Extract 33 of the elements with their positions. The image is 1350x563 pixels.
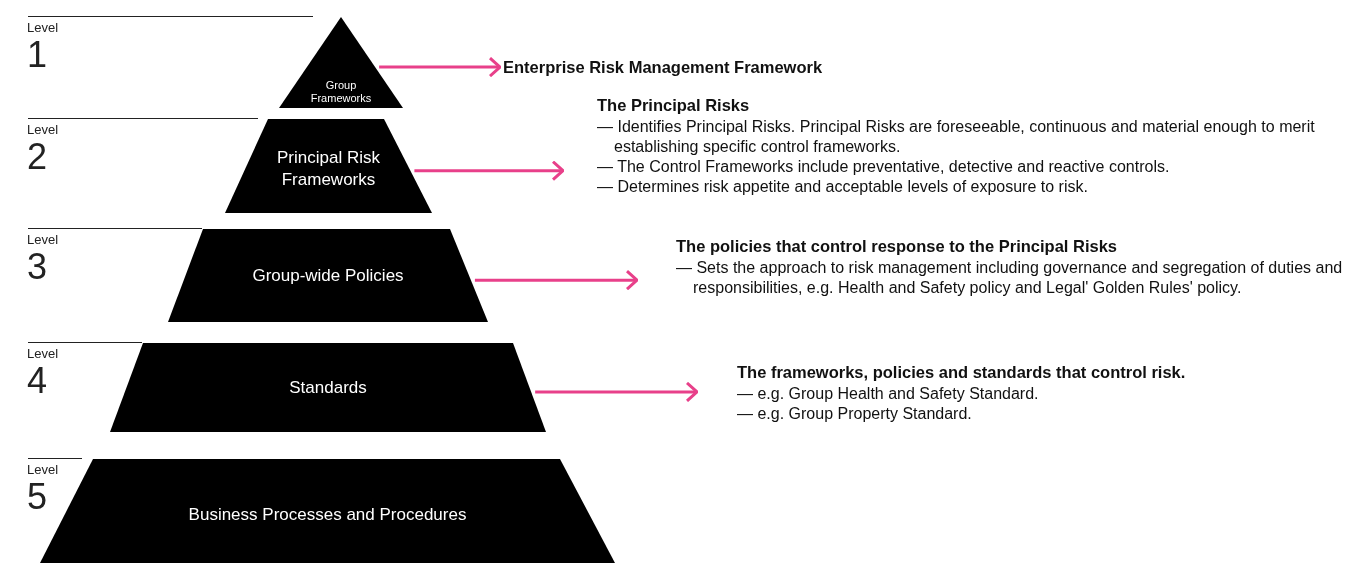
description-heading: The Principal Risks — [597, 95, 751, 115]
level-number: 4 — [27, 363, 48, 399]
bullet-text: — e.g. Group Health and Safety Standard. — [737, 384, 1040, 404]
bullet-text: — Determines risk appetite and acceptable levels of exposure to risk. — [597, 177, 1089, 197]
arrow — [474, 269, 639, 291]
description-heading: The policies that control response to the Principal Risks — [676, 236, 1118, 256]
tier-label: Principal Risk Frameworks — [276, 147, 381, 191]
arrow — [379, 56, 502, 78]
pyramid-tier — [225, 119, 432, 213]
level-number: 1 — [27, 37, 48, 73]
level-number: 5 — [27, 479, 48, 515]
tier-label: Group Frameworks — [309, 79, 373, 105]
bullet-text: — Sets the approach to risk management including governance and segregation of duties and responsibilities, e.g. Health and Safety policy and Legal' Golden Rules' policy. — [676, 258, 1344, 298]
level-label: Level — [27, 232, 59, 247]
bullet-text: — Identifies Principal Risks. Principal Risks are foreseeable, continuous and material enough to merit establishing specific control frameworks. — [597, 117, 1316, 157]
description-heading: The frameworks, policies and standards that control risk. — [737, 362, 1187, 382]
level-number: 2 — [27, 139, 48, 175]
description-heading: Enterprise Risk Management Framework — [503, 57, 824, 77]
tier-label: Business Processes and Procedures — [187, 504, 468, 526]
arrow — [535, 381, 699, 403]
level-label: Level — [27, 20, 59, 35]
bullet-text: — e.g. Group Property Standard. — [737, 404, 973, 424]
pyramid-tier — [168, 229, 488, 322]
arrow — [414, 160, 565, 182]
tier-label: Group-wide Policies — [251, 265, 405, 287]
pyramid-tier — [279, 17, 403, 108]
tier-label: Standards — [288, 377, 368, 399]
level-label: Level — [27, 462, 59, 477]
pyramid-tier — [110, 343, 546, 432]
bullet-text: — The Control Frameworks include preventative, detective and reactive controls. — [597, 157, 1171, 177]
level-label: Level — [27, 346, 59, 361]
level-number: 3 — [27, 249, 48, 285]
level-label: Level — [27, 122, 59, 137]
